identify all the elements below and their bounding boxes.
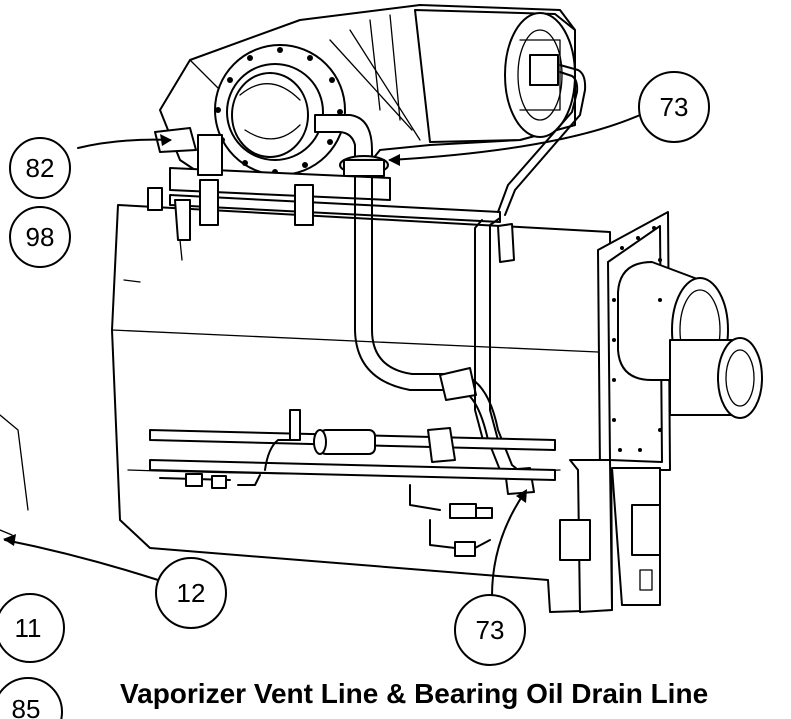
callout-85: 85 bbox=[0, 677, 63, 719]
callout-73-top: 73 bbox=[638, 71, 710, 143]
callout-73-bottom: 73 bbox=[454, 594, 526, 666]
callout-98: 98 bbox=[9, 206, 71, 268]
discharge-flange bbox=[214, 44, 346, 176]
tube-sheet-bolts bbox=[612, 226, 662, 452]
lower-nozzle bbox=[669, 337, 763, 419]
callout-85-label: 85 bbox=[12, 694, 41, 719]
leader-lines bbox=[3, 114, 641, 597]
left-panel-edge bbox=[0, 414, 29, 536]
callout-11-label: 11 bbox=[15, 613, 42, 643]
callout-82-label: 82 bbox=[26, 153, 55, 183]
vessel-shell bbox=[111, 204, 613, 613]
callout-12-label: 12 bbox=[177, 578, 206, 608]
lower-piping-assembly bbox=[149, 409, 591, 561]
vaporizer-vent-line bbox=[474, 54, 587, 441]
callout-12: 12 bbox=[155, 557, 227, 629]
top-elbow-fitting bbox=[314, 114, 389, 177]
callout-73-bottom-label: 73 bbox=[476, 615, 505, 645]
figure-caption: Vaporizer Vent Line & Bearing Oil Drain … bbox=[120, 678, 709, 709]
callout-11: 11 bbox=[0, 593, 65, 663]
callout-82: 82 bbox=[9, 137, 71, 199]
support-frame bbox=[147, 127, 501, 241]
callout-73-top-label: 73 bbox=[660, 92, 689, 122]
callout-98-label: 98 bbox=[26, 222, 55, 252]
